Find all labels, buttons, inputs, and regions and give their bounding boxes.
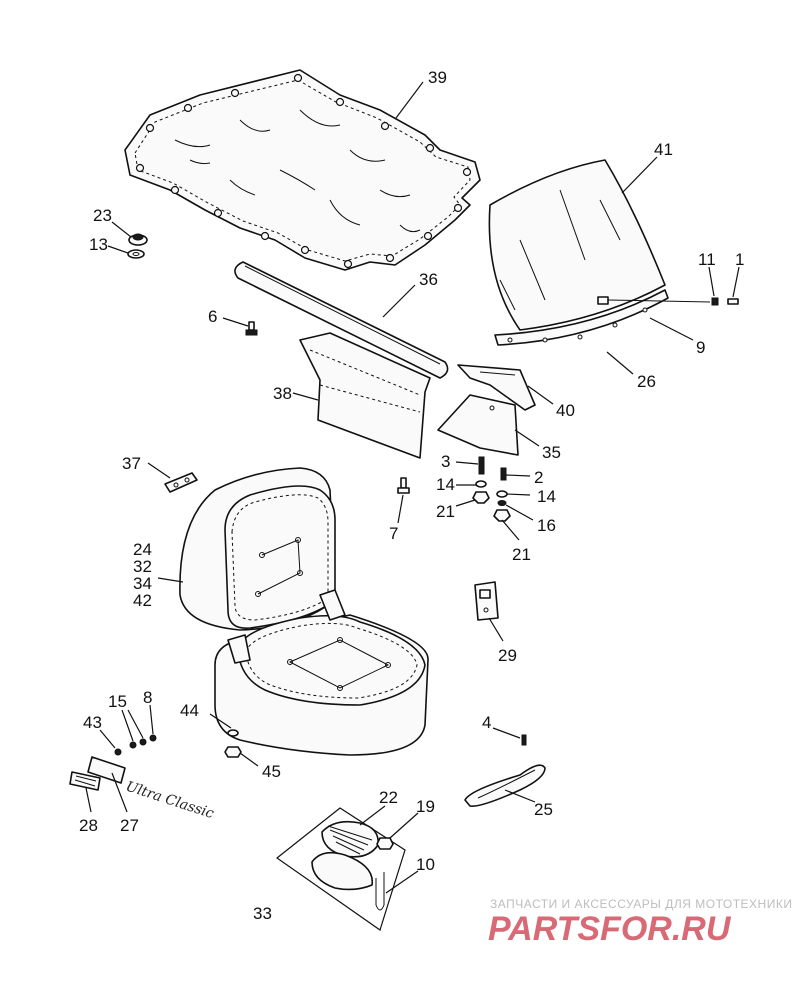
callout-37: 37 — [122, 454, 141, 473]
part-45-nut — [224, 746, 242, 758]
part-36-bolster — [234, 261, 449, 379]
callout-27: 27 — [120, 816, 139, 835]
callout-9: 9 — [696, 338, 705, 357]
callout-3: 3 — [441, 452, 450, 471]
part-35-plate — [437, 394, 519, 456]
part-11-nut — [711, 297, 719, 306]
watermark: ЗАПЧАСТИ И АКСЕССУАРЫ ДЛЯ МОТОТЕХНИКИ PA… — [488, 897, 792, 948]
part-40-bracket — [457, 364, 536, 411]
callout-16: 16 — [537, 516, 556, 535]
leader-lines — [85, 81, 740, 894]
callout-1: 1 — [735, 250, 744, 269]
callout-32: 32 — [133, 557, 152, 576]
callout-39: 39 — [428, 68, 447, 87]
part-39-cover — [124, 69, 481, 271]
part-44-washer — [227, 729, 239, 737]
callout-24: 24 — [133, 540, 152, 559]
part-14-washer-left — [475, 480, 487, 488]
part-16-washer — [497, 500, 507, 506]
callout-36: 36 — [419, 270, 438, 289]
part-15-fastener — [129, 738, 147, 749]
callout-25: 25 — [534, 800, 553, 819]
callout-34: 34 — [133, 574, 152, 593]
callout-15: 15 — [108, 692, 127, 711]
part-19-nut — [376, 837, 394, 850]
part-24-seat-assembly — [179, 467, 429, 756]
callout-11: 11 — [698, 250, 716, 269]
callout-33: 33 — [253, 904, 272, 923]
callout-41: 41 — [654, 140, 673, 159]
part-37-plate — [164, 472, 198, 493]
callout-42: 42 — [133, 591, 152, 610]
part-14-washer-right — [496, 490, 508, 498]
callout-10: 10 — [416, 855, 435, 874]
part-6-screw — [245, 321, 258, 336]
callout-29: 29 — [498, 646, 517, 665]
callout-6: 6 — [208, 307, 217, 326]
callout-45: 45 — [262, 762, 281, 781]
callout-14-right: 14 — [537, 487, 556, 506]
callout-38: 38 — [273, 384, 292, 403]
callout-43: 43 — [83, 713, 102, 732]
part-29-tag — [474, 581, 499, 621]
part-8-fastener — [149, 734, 157, 742]
part-22-footpad — [321, 820, 379, 858]
callout-28: 28 — [79, 816, 98, 835]
watermark-tagline: ЗАПЧАСТИ И АКСЕССУАРЫ ДЛЯ МОТОТЕХНИКИ — [490, 897, 792, 911]
part-43-fastener — [114, 748, 122, 756]
callout-21-left: 21 — [436, 502, 455, 521]
watermark-logo: PARTSFOR.RU — [488, 910, 732, 948]
callout-40: 40 — [556, 401, 575, 420]
part-1-screw — [727, 298, 739, 305]
part-3-stud — [478, 456, 485, 475]
part-10-ubolt — [375, 872, 385, 911]
part-33-footrest-group — [275, 807, 406, 931]
callout-8: 8 — [143, 688, 152, 707]
part-38-pouch — [299, 332, 431, 459]
callout-7: 7 — [389, 524, 398, 543]
part-21-nut-left — [472, 491, 490, 504]
part-25-trim — [464, 764, 546, 807]
part-2-stud — [500, 467, 507, 481]
part-13-washer — [127, 249, 145, 259]
callout-14-left: 14 — [436, 475, 455, 494]
part-27-emblem — [87, 756, 126, 784]
callout-19: 19 — [416, 797, 435, 816]
callout-4: 4 — [482, 713, 491, 732]
part-21-nut-right — [493, 509, 511, 522]
part-41-windshield — [488, 159, 711, 346]
part-23-grommet — [128, 233, 148, 246]
callout-35: 35 — [542, 443, 561, 462]
callout-13: 13 — [89, 235, 108, 254]
part-28-plate — [69, 771, 101, 791]
part-footrest-base — [311, 851, 374, 891]
callout-21-right: 21 — [512, 545, 531, 564]
part-7-screw — [397, 477, 410, 494]
callout-22: 22 — [379, 788, 398, 807]
callout-labels: 39 41 23 13 36 11 1 6 9 26 38 40 35 37 3… — [79, 68, 744, 923]
callout-44: 44 — [180, 701, 199, 720]
callout-2: 2 — [534, 468, 543, 487]
callout-26: 26 — [637, 372, 656, 391]
callout-23: 23 — [93, 206, 112, 225]
part-4-screw — [521, 734, 527, 746]
